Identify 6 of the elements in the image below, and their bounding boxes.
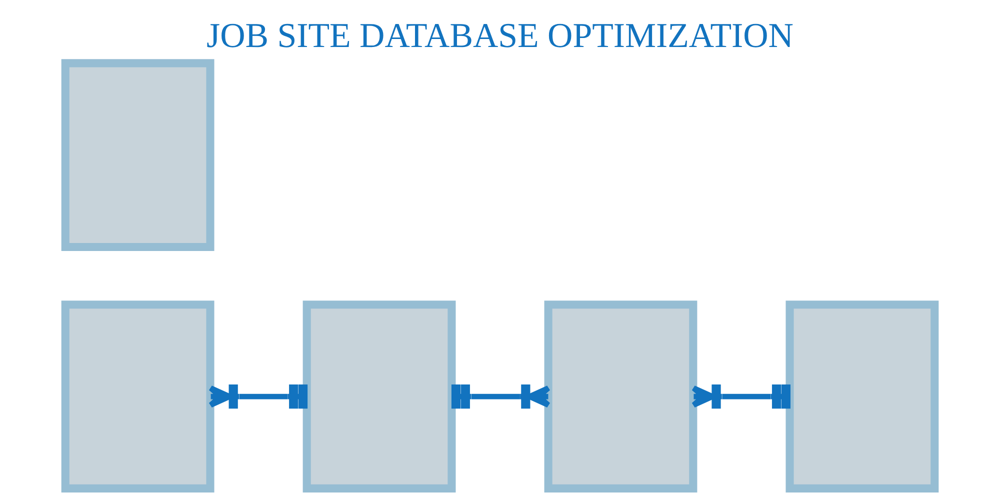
diagram-title: JOB SITE DATABASE OPTIMIZATION — [206, 16, 794, 55]
node-box — [544, 300, 698, 492]
node-box — [786, 300, 939, 492]
node-box — [61, 300, 214, 492]
node-box — [302, 300, 456, 492]
node-box — [61, 59, 214, 251]
